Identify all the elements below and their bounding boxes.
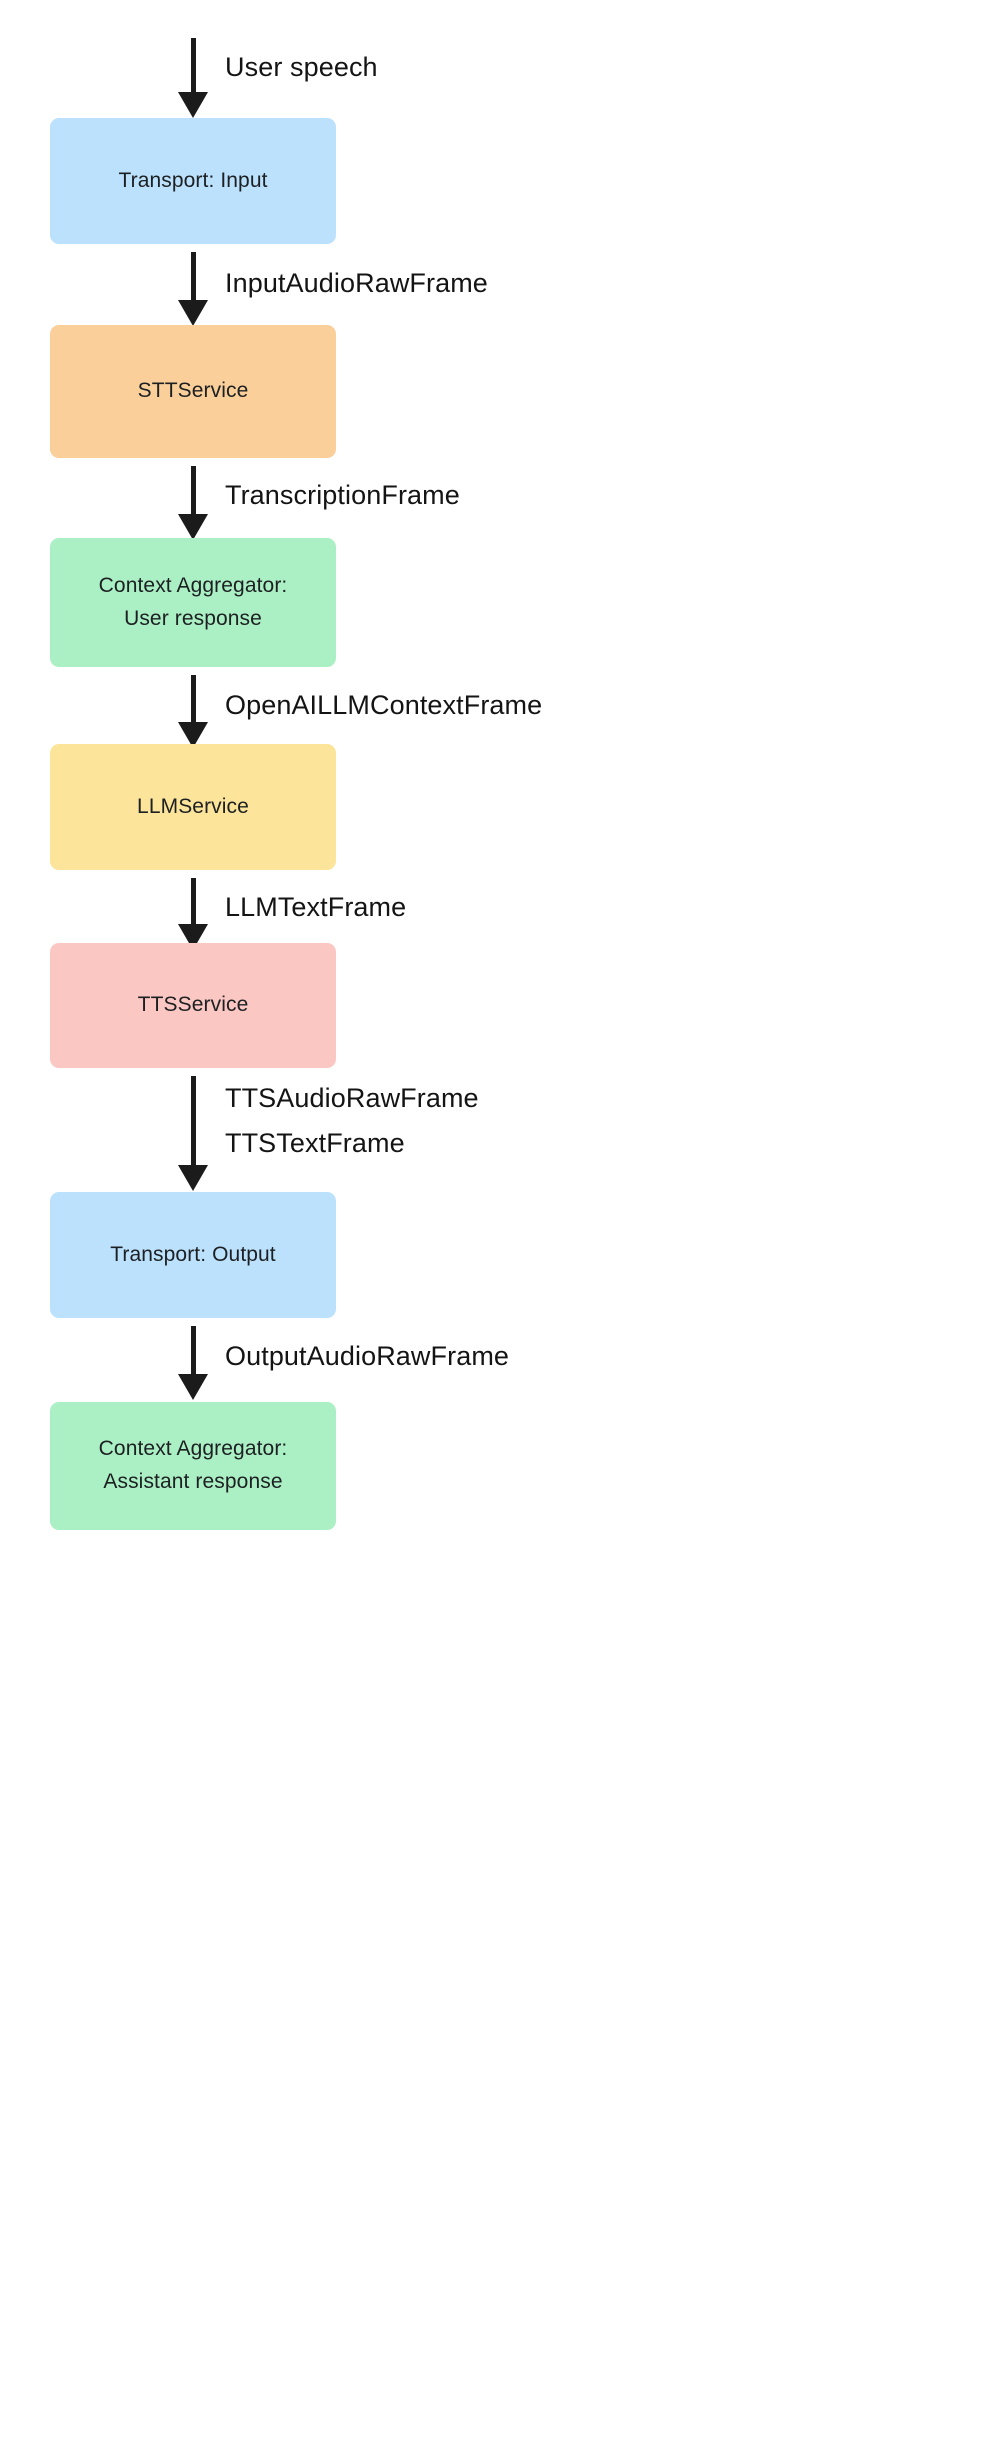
edge-openai-llm-context-frame-label: OpenAILLMContextFrame — [225, 690, 543, 720]
edge-transcription-frame-line — [191, 466, 196, 524]
node-context-aggregator-assistant[interactable]: Context Aggregator: Assistant response — [50, 1402, 336, 1530]
edge-tts-frames-line — [191, 1076, 196, 1176]
edge-tts-frames-label: TTSAudioRawFrame TTSTextFrame — [225, 1083, 479, 1159]
edge-transcription-frame-label: TranscriptionFrame — [225, 480, 460, 510]
edge-transcription-frame-arrowhead — [178, 514, 208, 540]
edge-output-audio-raw-frame-label: OutputAudioRawFrame — [225, 1341, 510, 1371]
node-llm-service-label: LLMService — [137, 794, 249, 818]
node-tts-service-label: TTSService — [137, 993, 249, 1017]
edge-user-speech-line — [191, 38, 196, 100]
edge-input-audio-raw-frame-label: InputAudioRawFrame — [225, 268, 488, 298]
edge-output-audio-raw-frame-line — [191, 1326, 196, 1384]
node-transport-output-label: Transport: Output — [110, 1242, 276, 1266]
edge-input-audio-raw-frame-arrowhead — [178, 300, 208, 326]
node-transport-input[interactable]: Transport: Input — [50, 118, 336, 244]
node-stt-service-label: STTService — [137, 379, 249, 403]
edge-output-audio-raw-frame-arrowhead — [178, 1374, 208, 1400]
edge-llm-text-frame-line — [191, 878, 196, 935]
edge-user-speech-label: User speech — [225, 52, 378, 82]
node-context-aggregator-assistant-label: Context Aggregator: Assistant response — [98, 1437, 288, 1493]
edge-openai-llm-context-frame-line — [191, 675, 196, 731]
edge-tts-frames-arrowhead — [178, 1165, 208, 1191]
node-stt-service[interactable]: STTService — [50, 325, 336, 458]
node-llm-service[interactable]: LLMService — [50, 744, 336, 870]
node-context-aggregator-user[interactable]: Context Aggregator: User response — [50, 538, 336, 667]
node-tts-service[interactable]: TTSService — [50, 943, 336, 1068]
edge-openai-llm-context-frame-arrowhead — [178, 722, 208, 748]
node-transport-output[interactable]: Transport: Output — [50, 1192, 336, 1318]
edge-llm-text-frame-label: LLMTextFrame — [225, 892, 407, 922]
edge-user-speech-arrowhead — [178, 92, 208, 118]
edge-input-audio-raw-frame-line — [191, 252, 196, 310]
node-context-aggregator-user-label: Context Aggregator: User response — [98, 573, 288, 630]
node-transport-input-label: Transport: Input — [118, 168, 268, 192]
